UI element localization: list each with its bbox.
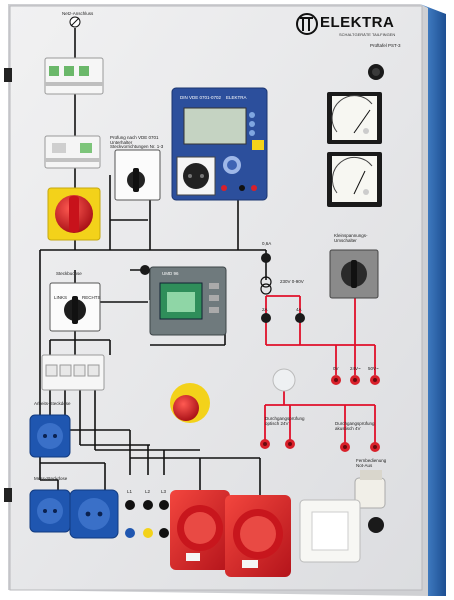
label-fuse-4a: 4A [296, 307, 302, 312]
label-transformer: 230V 0-90V [280, 279, 304, 284]
enclosure-side-blue [420, 4, 446, 596]
voltage-output-jacks[interactable] [260, 375, 380, 452]
main-switch[interactable] [47, 187, 101, 241]
rcd-breaker[interactable] [44, 135, 101, 169]
label-out-50v: 50V~ [368, 366, 379, 371]
label-switch: Steckbuchse [56, 271, 82, 276]
low-voltage-selector[interactable] [329, 249, 379, 299]
label-socket-work: Arbeits-Steckdose [34, 401, 71, 406]
label-continuity-optic: Durchgangsprüfung optisch 24V [265, 416, 305, 426]
ammeter [327, 92, 382, 144]
label-voltage-switch: Kleinspannungs-Umschalter [334, 233, 368, 243]
fuse-terminals [140, 253, 305, 323]
label-fuse-2a: 2A [262, 307, 268, 312]
continuity-lamp [272, 368, 296, 392]
label-test: Prüfung nach VDE 0701 Unterhalter Steckv… [110, 135, 164, 149]
label-l3: L3 [161, 489, 167, 494]
label-ammeter-range: 0,6A [262, 241, 272, 246]
label-umd: UMD 96 [162, 271, 179, 276]
test-switch[interactable] [114, 149, 161, 201]
label-out-0v: 0V [333, 366, 339, 371]
hinge-top [4, 68, 12, 82]
label-out-24v: 24V~ [350, 366, 361, 371]
label-device: DIN VDE 0701-0702 [180, 95, 222, 100]
socket-selector-switch[interactable] [49, 282, 101, 332]
schuko-socket-measure-1[interactable] [29, 489, 71, 533]
lower-breakers[interactable] [41, 354, 105, 391]
voltmeter [327, 152, 382, 207]
tester-device[interactable] [171, 87, 268, 201]
label-continuity-acoustic: Durchgangsprüfung akustisch 4V [335, 421, 375, 431]
label-socket-measure: Mess-Steckdose [34, 476, 68, 481]
label-l2: L2 [145, 489, 151, 494]
label-remote: Fernbedienung Not-Aus [356, 458, 387, 468]
schuko-socket-measure-2[interactable] [69, 489, 119, 539]
brand-subtitle: SCHALTGERÄTE TAILFINGEN [339, 32, 396, 37]
label-device-brand: ELEKTRA [226, 95, 247, 100]
cee-socket-2[interactable] [225, 495, 291, 577]
hinge-bottom [4, 488, 12, 502]
umd-monitor [149, 266, 227, 336]
label-switch-right: RECHTS [82, 295, 101, 300]
remote-emergency-connector[interactable] [299, 470, 386, 563]
elektra-logo-icon [296, 13, 318, 35]
label-switch-left: LINKS [54, 295, 68, 300]
label-grid-supply: Netz-Anschluss [62, 11, 94, 16]
tester-display [183, 107, 247, 145]
schuko-socket-work[interactable] [29, 414, 71, 458]
label-l1: L1 [127, 489, 133, 494]
cee-socket-1[interactable] [170, 490, 230, 570]
main-breaker[interactable] [44, 16, 104, 95]
panel-id: Prüftafel PST-3 [370, 43, 401, 48]
phase-jacks[interactable] [125, 500, 169, 538]
emergency-stop-button[interactable] [170, 383, 210, 423]
brand-name: ELEKTRA [320, 14, 395, 31]
